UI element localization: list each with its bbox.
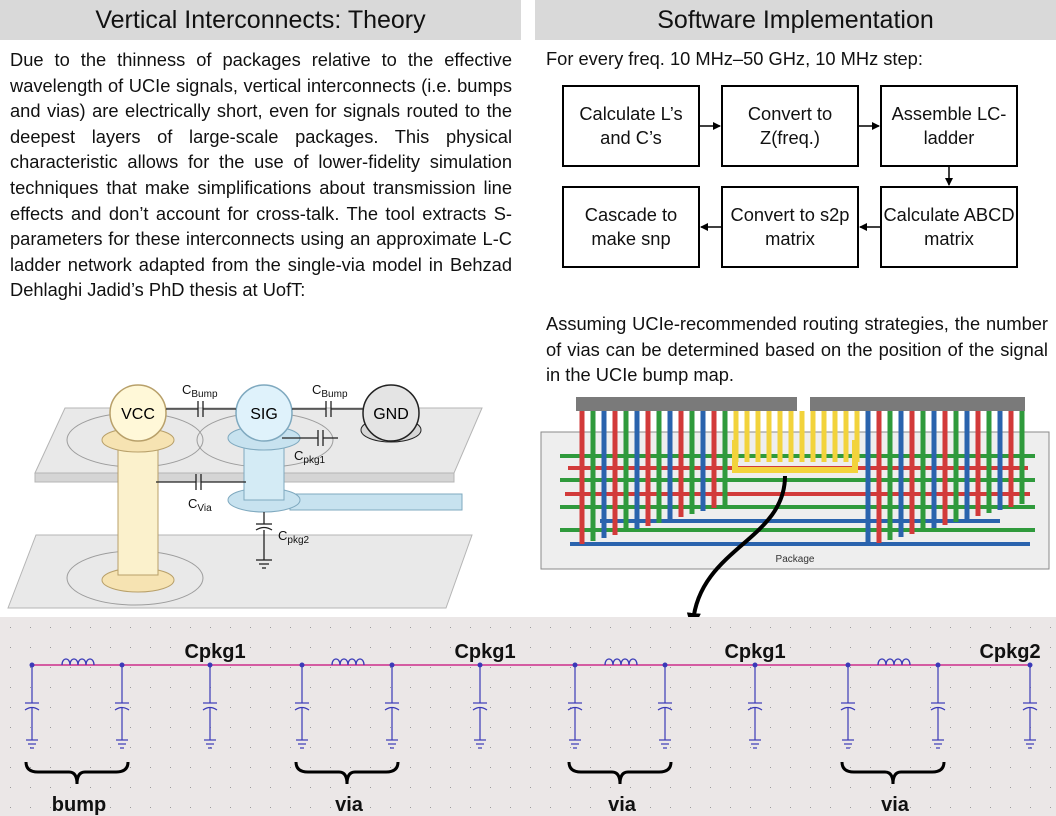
segment-label: via: [335, 794, 364, 816]
series-inductor: [61, 658, 95, 666]
flow-step-cascade-snp: Cascade to make snp: [562, 186, 700, 268]
software-header: Software Implementation: [535, 0, 1056, 40]
flow-step-calculate-lc: Calculate L’s and C’s: [562, 85, 700, 167]
flow-step-convert-s2p: Convert to s2p matrix: [721, 186, 859, 268]
flow-arrows: [700, 122, 953, 231]
shunt-capacitor: [294, 662, 310, 749]
theory-paragraph: Due to the thinness of packages relative…: [10, 49, 512, 301]
shunt-capacitor: [114, 662, 130, 749]
routing-traces: [560, 411, 1035, 546]
flow-step-convert-z: Convert to Z(freq.): [721, 85, 859, 167]
cpkg-label: Cpkg1: [724, 641, 785, 663]
frequency-loop-description: For every freq. 10 MHz–50 GHz, 10 MHz st…: [546, 48, 923, 69]
zoom-arrow: [686, 475, 787, 631]
shunt-capacitor: [24, 662, 40, 749]
sig-ball: [235, 384, 293, 442]
shunt-capacitor: [1022, 662, 1038, 749]
vcc-ball: [109, 384, 167, 442]
cvia-label: CVia: [188, 496, 212, 514]
shunt-capacitor: [202, 662, 218, 749]
cpkg1-label: Cpkg1: [294, 448, 326, 466]
cpkg-label: Cpkg1: [454, 641, 515, 663]
segment-brace: [24, 761, 130, 785]
package-label: Package: [776, 554, 815, 565]
series-inductor: [604, 658, 638, 666]
shunt-capacitor: [567, 662, 583, 749]
lower-package-plate: [7, 534, 473, 609]
cbump-right-label: CBump: [312, 382, 348, 400]
ladder-schematic: Cpkg1 bump Cpkg1 via Cpkg1 via Cpkg2 via: [0, 617, 1056, 816]
theory-header: Vertical Interconnects: Theory: [0, 0, 521, 40]
via-model-figure: VCC SIG GND CBump CBump Cpkg1 CVia Cpkg2: [7, 382, 483, 609]
signal-route: [732, 440, 858, 473]
gnd-label: GND: [373, 406, 409, 423]
segment-label: via: [881, 794, 910, 816]
shunt-capacitor: [747, 662, 763, 749]
software-title: Software Implementation: [657, 5, 934, 34]
series-inductor: [877, 658, 911, 666]
die-left: [576, 397, 797, 411]
shunt-capacitor: [472, 662, 488, 749]
segment-brace: [567, 761, 673, 785]
segment-brace: [294, 761, 400, 785]
gnd-ball: [362, 384, 420, 442]
flow-step-calculate-abcd: Calculate ABCD matrix: [880, 186, 1018, 268]
schematic-background: [0, 617, 1056, 816]
vcc-label: VCC: [121, 406, 155, 423]
shunt-capacitor: [930, 662, 946, 749]
vcc-via-barrel: [117, 434, 159, 576]
flow-step-assemble-ladder: Assemble LC-ladder: [880, 85, 1018, 167]
segment-label: bump: [52, 794, 106, 816]
routing-paragraph: Assuming UCIe-recommended routing strate…: [546, 313, 1048, 386]
shunt-capacitor: [840, 662, 856, 749]
cbump-left-label: CBump: [182, 382, 218, 400]
cpkg-label: Cpkg1: [184, 641, 245, 663]
sig-trace: [289, 493, 463, 511]
cpkg-label: Cpkg2: [979, 641, 1040, 663]
segment-brace: [840, 761, 946, 785]
routing-cross-section: Package: [540, 397, 1050, 570]
segment-label: via: [608, 794, 637, 816]
shunt-capacitor: [384, 662, 400, 749]
theory-title: Vertical Interconnects: Theory: [95, 5, 426, 34]
cpkg2-label: Cpkg2: [278, 528, 310, 546]
sig-label: SIG: [250, 406, 278, 423]
die-right: [810, 397, 1025, 411]
shunt-capacitor: [657, 662, 673, 749]
series-inductor: [331, 658, 365, 666]
